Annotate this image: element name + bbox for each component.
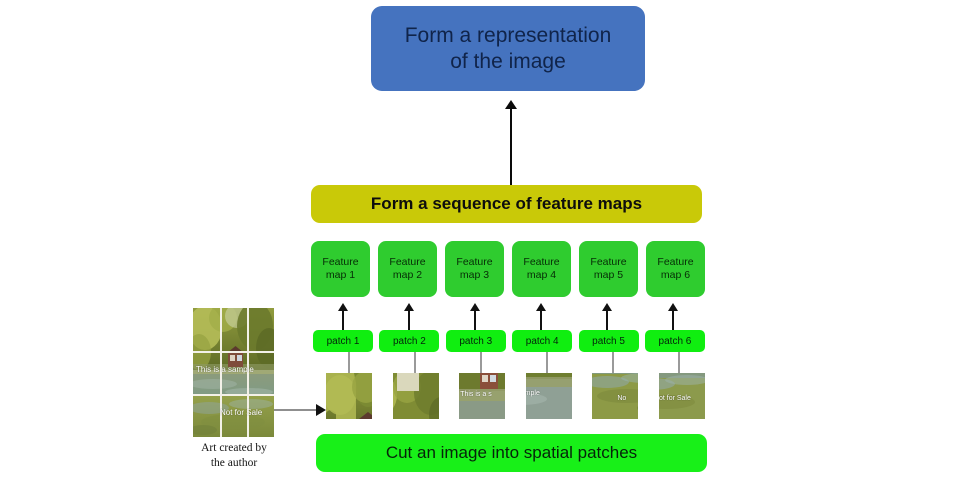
feature-map-box-5[interactable]: Feature map 5 (579, 241, 638, 297)
patch-art-5 (592, 373, 639, 419)
source-caption-line1: Art created by (201, 442, 267, 454)
patch-thumbnail-4[interactable]: ample (525, 373, 572, 419)
feature-map-box-1[interactable]: Feature map 1 (311, 241, 370, 297)
patch-art-4 (525, 373, 572, 419)
form-representation-line1: Form a representation (404, 23, 612, 47)
thumb-connector-3 (480, 352, 482, 374)
patch-label-4-text: patch 4 (525, 335, 559, 347)
patch-label-6[interactable]: patch 6 (644, 330, 705, 352)
patch-arrow-shaft-3 (474, 310, 476, 330)
feature-map-6-line1: Feature (657, 255, 694, 268)
form-representation-box[interactable]: Form a representation of the image (371, 6, 645, 91)
source-gridline-h2 (193, 394, 274, 396)
thumb-connector-4 (546, 352, 548, 374)
feature-map-5-line2: map 5 (593, 269, 624, 281)
source-caption-line2: the author (210, 457, 258, 470)
form-sequence-bar[interactable]: Form a sequence of feature maps (311, 185, 702, 223)
form-representation-text: Form a representation of the image (405, 23, 612, 74)
patch-arrow-head-icon-3 (470, 303, 480, 311)
patch-arrow-head-icon-2 (404, 303, 414, 311)
patch-label-2-text: patch 2 (392, 335, 426, 347)
patch-label-6-text: patch 6 (658, 335, 692, 347)
cut-image-label: Cut an image into spatial patches (385, 443, 638, 462)
patch-thumbnail-2[interactable] (392, 373, 439, 419)
patch-art-6 (658, 373, 705, 419)
patch-thumbnail-1[interactable] (326, 373, 372, 419)
feature-map-box-4[interactable]: Feature map 4 (512, 241, 571, 297)
patch-arrow-shaft-6 (672, 310, 674, 330)
source-watermark-bottom: Not for Sale (220, 408, 263, 417)
source-image-caption: Art created by the author (178, 441, 290, 472)
patch-label-5-text: patch 5 (592, 335, 625, 347)
source-artwork (193, 308, 274, 437)
source-gridline-v2 (247, 308, 249, 437)
patch-arrow-head-icon-5 (602, 303, 612, 311)
patch-arrow-shaft-2 (408, 310, 410, 330)
feature-map-box-6[interactable]: Feature map 6 (646, 241, 705, 297)
patch-arrow-head-icon-4 (536, 303, 546, 311)
patch-thumbnail-5[interactable]: No (592, 373, 639, 419)
form-representation-line2: of the image (450, 49, 566, 73)
main-arrow-head-icon (505, 100, 517, 109)
feature-map-5-line1: Feature (590, 255, 627, 268)
source-image[interactable]: This is a sample Not for Sale (193, 308, 274, 437)
patch-label-3[interactable]: patch 3 (445, 330, 506, 352)
feature-map-6-line2: map 6 (660, 269, 691, 281)
thumb-connector-6 (678, 352, 680, 374)
feature-map-2-line2: map 2 (392, 269, 423, 281)
patch-label-4[interactable]: patch 4 (512, 330, 573, 352)
feature-map-1-line2: map 1 (325, 269, 356, 281)
patch-art-3 (459, 373, 506, 419)
patch-label-1-text: patch 1 (326, 335, 360, 347)
patch-label-2[interactable]: patch 2 (379, 330, 440, 352)
feature-map-row: Feature map 1 Feature map 2 Feature map … (311, 241, 705, 297)
form-sequence-label: Form a sequence of feature maps (370, 194, 643, 213)
patch-label-3-text: patch 3 (459, 335, 493, 347)
feature-map-3-line1: Feature (456, 255, 493, 268)
feature-map-box-3[interactable]: Feature map 3 (445, 241, 504, 297)
thumb-connector-5 (612, 352, 614, 374)
feature-map-box-2[interactable]: Feature map 2 (378, 241, 437, 297)
patch-label-1[interactable]: patch 1 (313, 330, 373, 352)
source-gridline-v1 (220, 308, 222, 437)
source-to-patch-arrow-head-icon (316, 404, 326, 416)
patch-thumbnail-row: This is a s ample (326, 373, 705, 419)
patch-label-row: patch 1 patch 2 patch 3 patch 4 patch 5 … (313, 330, 705, 352)
patch-arrow-head-icon-6 (668, 303, 678, 311)
patch-art-2 (392, 373, 439, 419)
thumb-connector-1 (348, 352, 350, 374)
patch-arrow-head-icon-1 (338, 303, 348, 311)
patch-art-1 (326, 373, 372, 419)
source-gridline-h1 (193, 351, 274, 353)
cut-image-bar[interactable]: Cut an image into spatial patches (316, 434, 707, 472)
patch-thumbnail-6[interactable]: ot for Sale (658, 373, 705, 419)
patch-arrow-shaft-1 (342, 310, 344, 330)
patch-label-5[interactable]: patch 5 (578, 330, 639, 352)
feature-map-2-line1: Feature (389, 255, 426, 268)
feature-map-4-line2: map 4 (526, 269, 557, 281)
patch-arrow-shaft-5 (606, 310, 608, 330)
source-to-patch-arrow-shaft (274, 409, 322, 411)
source-watermark-top: This is a sample (196, 365, 254, 374)
feature-map-3-line2: map 3 (459, 269, 490, 281)
feature-map-1-line1: Feature (322, 255, 359, 268)
patch-arrow-shaft-4 (540, 310, 542, 330)
main-arrow-shaft (510, 108, 512, 185)
feature-map-4-line1: Feature (523, 255, 560, 268)
thumb-connector-2 (414, 352, 416, 374)
patch-thumbnail-3[interactable]: This is a s (459, 373, 506, 419)
